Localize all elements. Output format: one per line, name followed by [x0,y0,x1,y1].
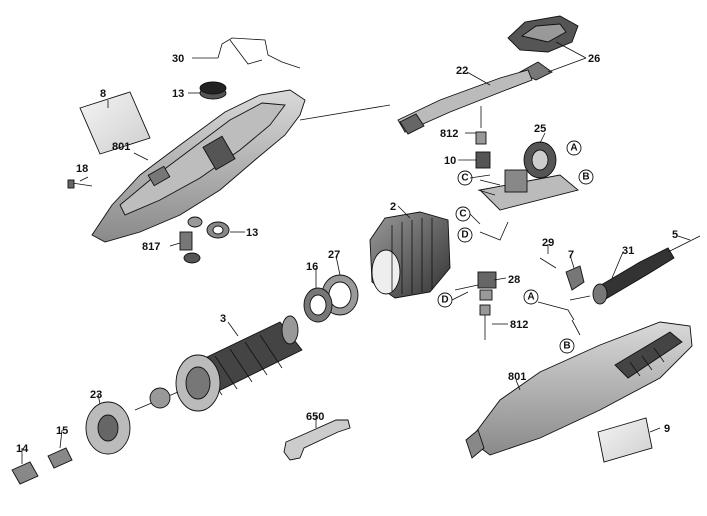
callout-28: 28 [508,274,520,286]
callout-30: 30 [172,53,184,65]
svg-text:A: A [570,143,577,154]
cord-5-with-protector-31 [569,235,701,336]
label-9-sticker [597,417,653,463]
fan-23 [85,401,131,455]
wrench-650 [283,419,351,461]
callout-13-lower: 13 [246,227,258,239]
svg-text:A: A [527,292,534,303]
svg-text:B: B [563,341,570,352]
switch-817 [179,216,203,264]
callout-812-top: 812 [440,128,458,140]
svg-text:B: B [582,172,589,183]
callout-817: 817 [142,241,160,253]
collet-14 [11,461,39,485]
plug-13-top [199,81,227,100]
callout-23: 23 [90,389,102,401]
connector-b-lower: B [559,338,575,354]
connector-c-top: C [457,170,473,186]
brush-holder-10 [475,151,491,169]
connector-a-lower: A [523,289,539,305]
screw-812-bottom [479,304,491,340]
svg-text:C: C [461,173,468,184]
callout-26: 26 [588,53,600,65]
callout-3: 3 [220,313,226,325]
bushing-13-lower [206,221,230,239]
housing-half-left [91,89,306,243]
callout-25: 25 [534,123,546,135]
screw-29 [539,257,557,269]
screw-18 [67,179,93,189]
connector-c-mid: C [455,206,471,222]
collet-nut-15 [47,447,73,469]
callout-10: 10 [444,155,456,167]
connector-a-top: A [566,140,582,156]
callout-2: 2 [390,201,396,213]
callout-9: 9 [664,423,670,435]
callout-13-top: 13 [172,88,184,100]
callout-14: 14 [16,443,29,455]
svg-text:D: D [441,295,448,306]
callout-22: 22 [456,65,468,77]
connector-b-top: B [578,169,594,185]
callout-8: 8 [100,88,106,100]
callout-812-bottom: 812 [510,319,528,331]
callout-650: 650 [306,411,324,423]
callout-801-lower: 801 [508,371,526,383]
cap-26 [507,15,579,81]
wire-handle-30 [217,37,301,69]
callout-7: 7 [568,249,574,261]
svg-text:C: C [459,209,466,220]
leader-lines [21,41,691,464]
callout-numbers: 30 13 8 801 18 817 13 22 26 812 10 25 2 … [16,53,678,455]
bearing-16 [303,287,333,323]
armature-3 [134,315,303,412]
callout-27: 27 [328,249,340,261]
housing-half-right [465,321,693,459]
callout-18: 18 [76,163,88,175]
callout-29: 29 [542,237,554,249]
svg-text:D: D [461,230,468,241]
callout-801-top: 801 [112,141,130,153]
field-stator-2 [369,211,451,299]
callout-5: 5 [672,229,678,241]
label-8-sticker [79,91,151,155]
connector-markers: A B C C D D A B [437,140,594,354]
electronics-board-25 [477,141,579,211]
callout-15: 15 [56,425,68,437]
callout-31: 31 [622,245,634,257]
cord-clip-7 [565,265,585,291]
callout-16: 16 [306,261,318,273]
switch-slider-22 [397,69,533,135]
screw-812-top [475,106,487,145]
connector-d-mid: D [457,227,473,243]
brush-holder-28 [454,271,497,301]
connector-d-lower: D [437,292,453,308]
